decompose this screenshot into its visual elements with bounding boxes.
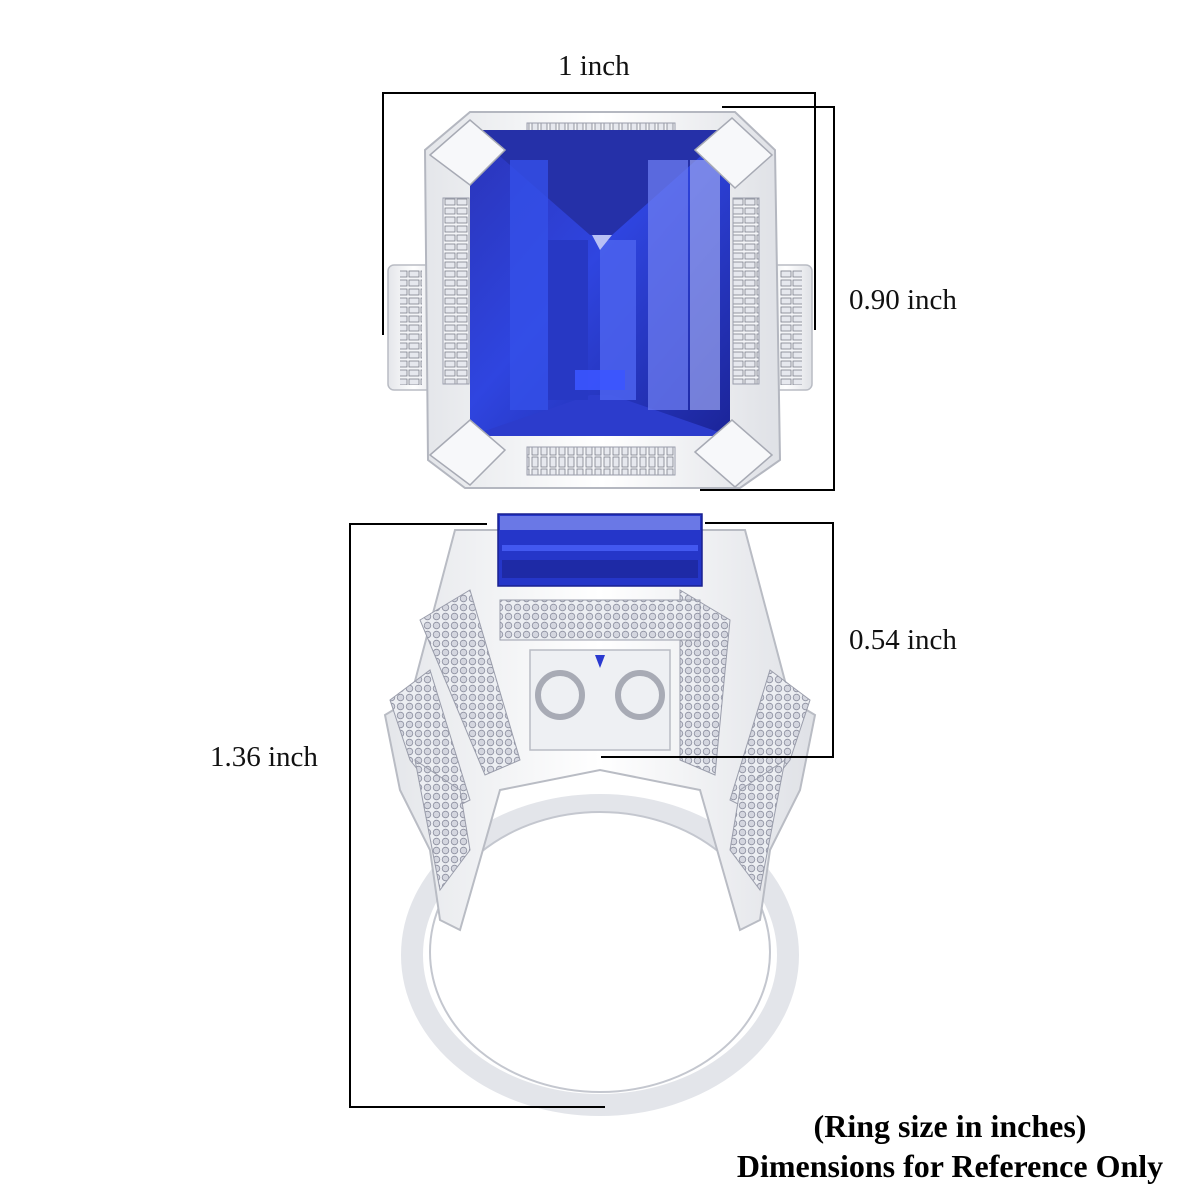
total-height-dimension-label: 1.36 inch (210, 741, 318, 773)
width-bracket-top (382, 92, 816, 94)
footer-note: (Ring size in inches) Dimensions for Ref… (700, 1106, 1200, 1186)
width-bracket-right (814, 92, 816, 330)
emerald-cut-gem-side (497, 513, 703, 587)
head-bracket-top (705, 522, 834, 524)
reference-disclaimer: Dimensions for Reference Only (736, 1148, 1164, 1184)
height-bracket-bottom (700, 489, 835, 491)
ring-size-unit-note: (Ring size in inches) (813, 1108, 1087, 1144)
head-bracket-bottom (601, 756, 834, 758)
width-dimension-label: 1 inch (558, 50, 630, 82)
head-height-dimension-label: 0.54 inch (849, 624, 957, 656)
height-dimension-label: 0.90 inch (849, 284, 957, 316)
total-height-bracket-left (349, 523, 351, 1108)
total-height-bracket-bottom (349, 1106, 605, 1108)
total-height-bracket-top (349, 523, 487, 525)
height-bracket-top (722, 106, 835, 108)
top-view-ring (387, 111, 813, 489)
side-view-ring (383, 513, 817, 1116)
head-bracket-right (832, 522, 834, 758)
width-bracket-left (382, 92, 384, 335)
emerald-cut-gem-top (470, 130, 730, 436)
height-bracket-right (833, 106, 835, 491)
